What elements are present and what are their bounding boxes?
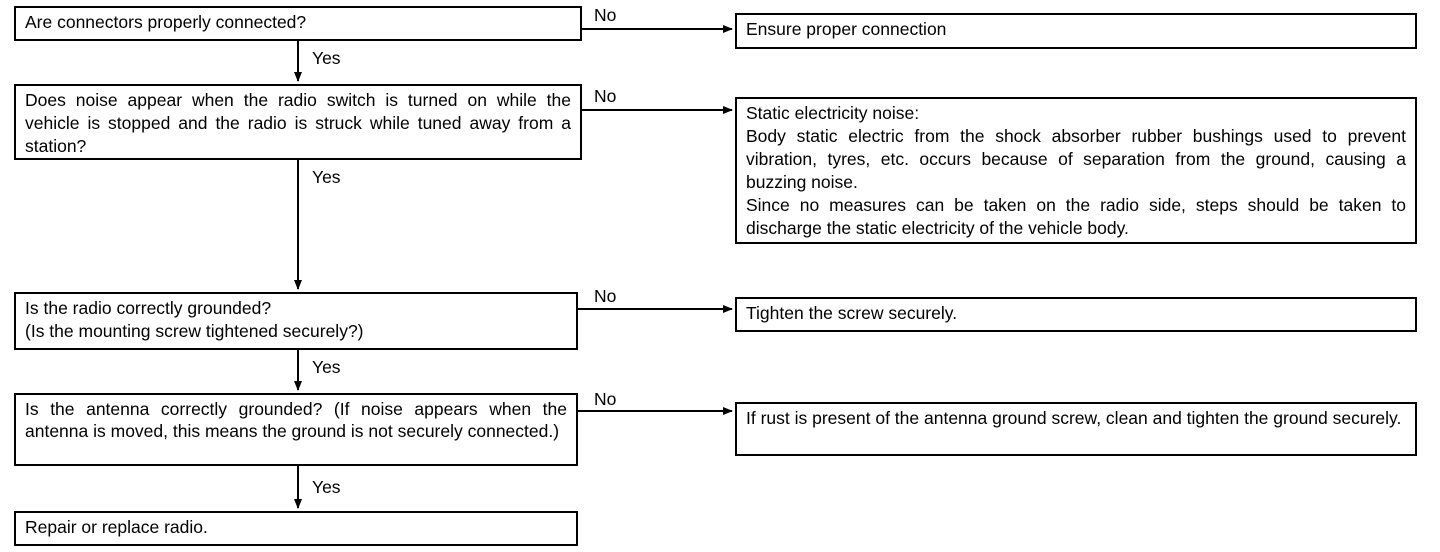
yes-label: Yes xyxy=(312,167,341,187)
question-radio-ground: Is the radio correctly grounded? (Is the… xyxy=(14,292,578,350)
result-text: Since no measures can be taken on the ra… xyxy=(746,195,1406,238)
yes-label: Yes xyxy=(312,48,341,68)
result-text: Body static electric from the shock abso… xyxy=(746,126,1406,192)
no-label: No xyxy=(594,286,617,306)
result-text: Repair or replace radio. xyxy=(25,517,208,537)
result-ensure-connection: Ensure proper connection xyxy=(735,13,1417,49)
result-text: If rust is present of the antenna ground… xyxy=(746,408,1402,428)
result-repair-radio: Repair or replace radio. xyxy=(14,511,578,546)
yes-label: Yes xyxy=(312,357,341,377)
result-heading: Static electricity noise: xyxy=(746,103,920,123)
result-static-noise: Static electricity noise: Body static el… xyxy=(735,97,1417,244)
question-noise: Does noise appear when the radio switch … xyxy=(14,84,582,160)
result-text: Tighten the screw securely. xyxy=(746,303,958,323)
question-subtext: (Is the mounting screw tightened securel… xyxy=(25,321,364,341)
question-connectors: Are connectors properly connected? xyxy=(14,6,582,41)
question-antenna-ground: Is the antenna correctly grounded? (If n… xyxy=(14,393,578,466)
question-text: Does noise appear when the radio switch … xyxy=(25,90,571,156)
yes-label: Yes xyxy=(312,477,341,497)
question-text: Is the antenna correctly grounded? (If n… xyxy=(25,399,567,441)
question-text: Is the radio correctly grounded? xyxy=(25,298,272,318)
no-label: No xyxy=(594,86,617,106)
no-label: No xyxy=(594,5,617,25)
no-label: No xyxy=(594,389,617,409)
result-text: Ensure proper connection xyxy=(746,19,947,39)
result-tighten-screw: Tighten the screw securely. xyxy=(735,297,1417,332)
question-text: Are connectors properly connected? xyxy=(25,12,307,32)
result-antenna-rust: If rust is present of the antenna ground… xyxy=(735,402,1417,456)
